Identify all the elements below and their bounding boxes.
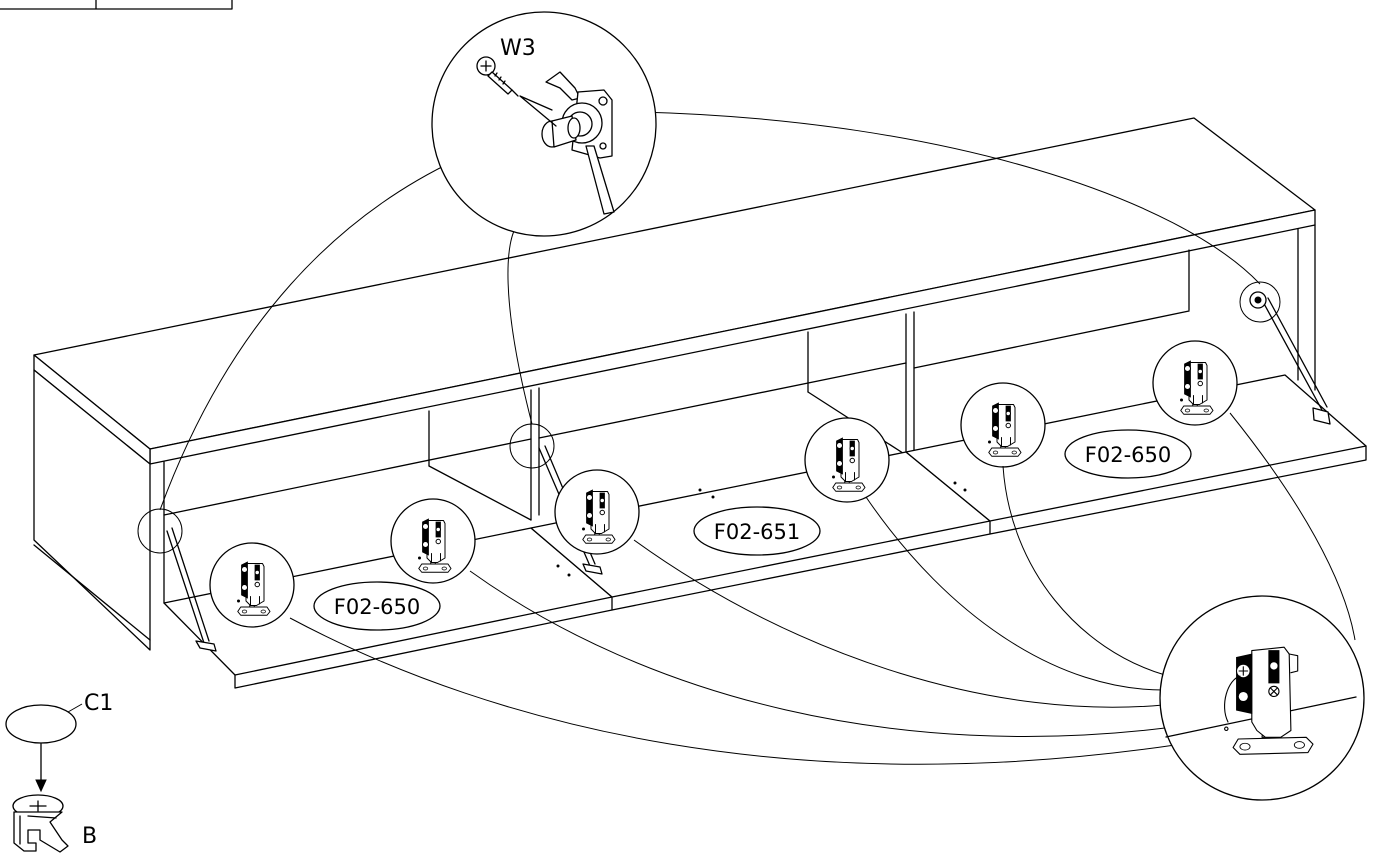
hinge-detail-6: [1152, 340, 1238, 426]
cap-code-label: C1: [84, 691, 113, 716]
hinge-detail-4: [804, 417, 890, 503]
title-block-fragment: [0, 0, 233, 10]
panel-label-middle-text: F02-651: [714, 520, 800, 544]
stay-detail-circle-middle: [509, 423, 555, 469]
hinge-detail-5: [960, 382, 1046, 468]
screw-code-label: W3: [500, 36, 536, 61]
stay-detail-circle-right: [1239, 281, 1281, 323]
cover-cap-icon: [5, 703, 83, 744]
panel-label-right: F02-650: [1064, 429, 1192, 479]
screw-icon: [476, 56, 519, 97]
panel-label-left: F02-650: [313, 581, 441, 631]
panel-label-right-text: F02-650: [1085, 443, 1171, 467]
hinge-detail-2: [390, 498, 476, 584]
arrow-down-icon: [35, 743, 47, 793]
cam-code-label: B: [82, 824, 97, 849]
hinge-enlarged-detail: [1159, 595, 1365, 801]
leader-lines: [159, 111, 1356, 765]
cabinet-body: [33, 117, 1316, 651]
stay-bracket-icon: [519, 71, 615, 215]
stay-bracket-left: [166, 527, 217, 652]
stay-mount-detail: W3: [431, 11, 657, 237]
panel-label-left-text: F02-650: [334, 595, 420, 619]
hinge-detail-1: [209, 542, 295, 628]
hinge-detail-3: [554, 469, 640, 555]
panel-label-middle: F02-651: [693, 506, 821, 556]
cam-lock-icon: [12, 794, 69, 853]
